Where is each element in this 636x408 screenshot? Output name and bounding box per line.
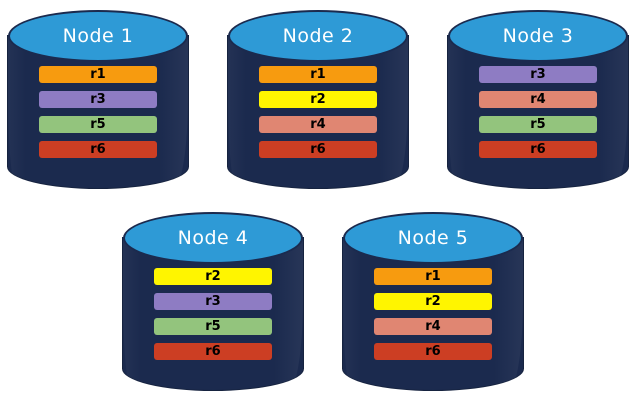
replica-list: r1 r2 r4 r6 bbox=[259, 66, 377, 158]
replica-bar[interactable]: r1 bbox=[39, 66, 157, 83]
node-label: Node 4 bbox=[177, 227, 249, 249]
node-label: Node 1 bbox=[62, 25, 134, 47]
database-node-4[interactable]: Node 4 r2 r3 r5 r6 bbox=[123, 212, 303, 390]
cylinder-left-highlight bbox=[228, 36, 246, 188]
replica-bar[interactable]: r2 bbox=[154, 268, 272, 285]
replica-label: r1 bbox=[310, 67, 326, 82]
node-label: Node 3 bbox=[502, 25, 574, 47]
replica-bar[interactable]: r6 bbox=[154, 343, 272, 360]
replica-label: r6 bbox=[530, 142, 546, 157]
replica-bar[interactable]: r2 bbox=[259, 91, 377, 108]
database-node-2[interactable]: Node 2 r1 r2 r4 r6 bbox=[228, 10, 408, 188]
replica-label: r1 bbox=[425, 269, 441, 284]
cylinder-left-highlight bbox=[123, 238, 141, 390]
replica-label: r4 bbox=[425, 319, 441, 334]
replica-bar[interactable]: r5 bbox=[39, 116, 157, 133]
cylinder-highlight bbox=[274, 238, 303, 390]
cylinder-top: Node 4 bbox=[123, 212, 303, 264]
cylinder-top: Node 2 bbox=[228, 10, 408, 62]
replica-bar[interactable]: r3 bbox=[154, 293, 272, 310]
replica-bar[interactable]: r6 bbox=[479, 141, 597, 158]
replica-bar[interactable]: r1 bbox=[259, 66, 377, 83]
cylinder-left-highlight bbox=[8, 36, 26, 188]
replica-label: r3 bbox=[205, 294, 221, 309]
replica-label: r1 bbox=[90, 67, 106, 82]
cylinder-highlight bbox=[494, 238, 523, 390]
replica-label: r6 bbox=[205, 344, 221, 359]
replica-label: r6 bbox=[310, 142, 326, 157]
node-label: Node 5 bbox=[397, 227, 469, 249]
replica-bar[interactable]: r4 bbox=[374, 318, 492, 335]
cylinder-top: Node 5 bbox=[343, 212, 523, 264]
replica-bar[interactable]: r3 bbox=[479, 66, 597, 83]
replica-bar[interactable]: r3 bbox=[39, 91, 157, 108]
cylinder-highlight bbox=[599, 36, 628, 188]
database-node-3[interactable]: Node 3 r3 r4 r5 r6 bbox=[448, 10, 628, 188]
replica-bar[interactable]: r4 bbox=[479, 91, 597, 108]
replica-list: r3 r4 r5 r6 bbox=[479, 66, 597, 158]
database-node-1[interactable]: Node 1 r1 r3 r5 r6 bbox=[8, 10, 188, 188]
replica-list: r1 r2 r4 r6 bbox=[374, 268, 492, 360]
replica-bar[interactable]: r6 bbox=[259, 141, 377, 158]
replica-label: r2 bbox=[310, 92, 326, 107]
cylinder-top: Node 1 bbox=[8, 10, 188, 62]
replica-label: r5 bbox=[205, 319, 221, 334]
replica-label: r4 bbox=[530, 92, 546, 107]
replica-label: r2 bbox=[425, 294, 441, 309]
node-label: Node 2 bbox=[282, 25, 354, 47]
replica-bar[interactable]: r5 bbox=[479, 116, 597, 133]
replica-label: r6 bbox=[425, 344, 441, 359]
cylinder-highlight bbox=[159, 36, 188, 188]
cylinder-top: Node 3 bbox=[448, 10, 628, 62]
database-node-5[interactable]: Node 5 r1 r2 r4 r6 bbox=[343, 212, 523, 390]
replica-label: r3 bbox=[90, 92, 106, 107]
replica-bar[interactable]: r4 bbox=[259, 116, 377, 133]
replica-list: r2 r3 r5 r6 bbox=[154, 268, 272, 360]
replica-label: r6 bbox=[90, 142, 106, 157]
cylinder-highlight bbox=[379, 36, 408, 188]
replica-list: r1 r3 r5 r6 bbox=[39, 66, 157, 158]
replica-label: r5 bbox=[530, 117, 546, 132]
replica-bar[interactable]: r5 bbox=[154, 318, 272, 335]
replica-label: r5 bbox=[90, 117, 106, 132]
replica-label: r3 bbox=[530, 67, 546, 82]
replica-bar[interactable]: r1 bbox=[374, 268, 492, 285]
replica-bar[interactable]: r6 bbox=[374, 343, 492, 360]
replica-bar[interactable]: r2 bbox=[374, 293, 492, 310]
replica-label: r2 bbox=[205, 269, 221, 284]
replica-bar[interactable]: r6 bbox=[39, 141, 157, 158]
cylinder-left-highlight bbox=[448, 36, 466, 188]
cylinder-left-highlight bbox=[343, 238, 361, 390]
replica-label: r4 bbox=[310, 117, 326, 132]
